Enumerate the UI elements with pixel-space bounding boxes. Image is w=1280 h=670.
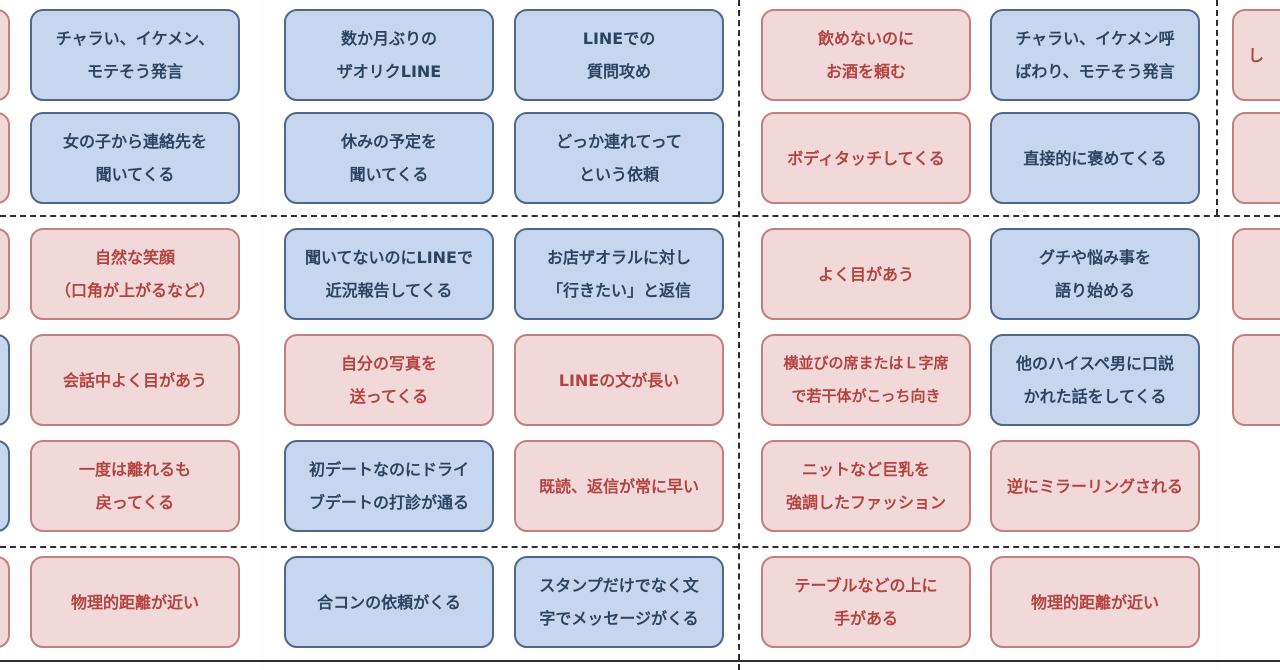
signal-card: 女の子から連絡先を 聞いてくる [30, 112, 240, 204]
partial-card-right: し [1232, 9, 1280, 101]
signal-card: グチや悩み事を 語り始める [990, 228, 1200, 320]
signal-card: ニットなど巨乳を 強調したファッション [761, 440, 971, 532]
signal-card: 休みの予定を 聞いてくる [284, 112, 494, 204]
signal-card: 会話中よく目があう [30, 334, 240, 426]
signal-card: 物理的距離が近い [30, 556, 240, 648]
partial-card-left [0, 334, 10, 426]
signal-card: 自然な笑顔 （口角が上がるなど） [30, 228, 240, 320]
bottom-border [0, 660, 1280, 662]
partial-card-left [0, 556, 10, 648]
signal-card: 一度は離れるも 戻ってくる [30, 440, 240, 532]
partial-card-right [1232, 228, 1280, 320]
signal-card: 自分の写真を 送ってくる [284, 334, 494, 426]
signal-card: 横並びの席またはＬ字席 で若干体がこっち向き [761, 334, 971, 426]
partial-card-left [0, 228, 10, 320]
partial-card-right [1232, 334, 1280, 426]
partial-card-left [0, 9, 10, 101]
signal-card: LINEの文が長い [514, 334, 724, 426]
signal-card: 物理的距離が近い [990, 556, 1200, 648]
signal-card: 初デートなのにドライ ブデートの打診が通る [284, 440, 494, 532]
signal-card: チャラい、イケメン呼 ばわり、モテそう発言 [990, 9, 1200, 101]
signal-card: テーブルなどの上に 手がある [761, 556, 971, 648]
partial-card-left [0, 440, 10, 532]
signal-card: 飲めないのに お酒を頼む [761, 9, 971, 101]
signal-card: チャラい、イケメン、 モテそう発言 [30, 9, 240, 101]
section-divider-horizontal [0, 546, 1280, 548]
section-divider-vertical [738, 0, 740, 670]
section-divider-vertical [1216, 0, 1218, 215]
section-divider-horizontal [0, 215, 1280, 217]
signal-card: よく目があう [761, 228, 971, 320]
signal-card: どっか連れてって という依頼 [514, 112, 724, 204]
signal-card: 他のハイスペ男に口説 かれた話をしてくる [990, 334, 1200, 426]
signal-card: スタンプだけでなく文 字でメッセージがくる [514, 556, 724, 648]
signal-card: お店ザオラルに対し 「行きたい」と返信 [514, 228, 724, 320]
partial-card-left [0, 112, 10, 204]
signal-card: 直接的に褒めてくる [990, 112, 1200, 204]
signal-card: 逆にミラーリングされる [990, 440, 1200, 532]
signal-card: 聞いてないのにLINEで 近況報告してくる [284, 228, 494, 320]
signal-card: ボディタッチしてくる [761, 112, 971, 204]
signal-card: 数か月ぶりの ザオリクLINE [284, 9, 494, 101]
signal-card: LINEでの 質問攻め [514, 9, 724, 101]
signal-card: 合コンの依頼がくる [284, 556, 494, 648]
partial-card-right [1232, 112, 1280, 204]
signal-card: 既読、返信が常に早い [514, 440, 724, 532]
